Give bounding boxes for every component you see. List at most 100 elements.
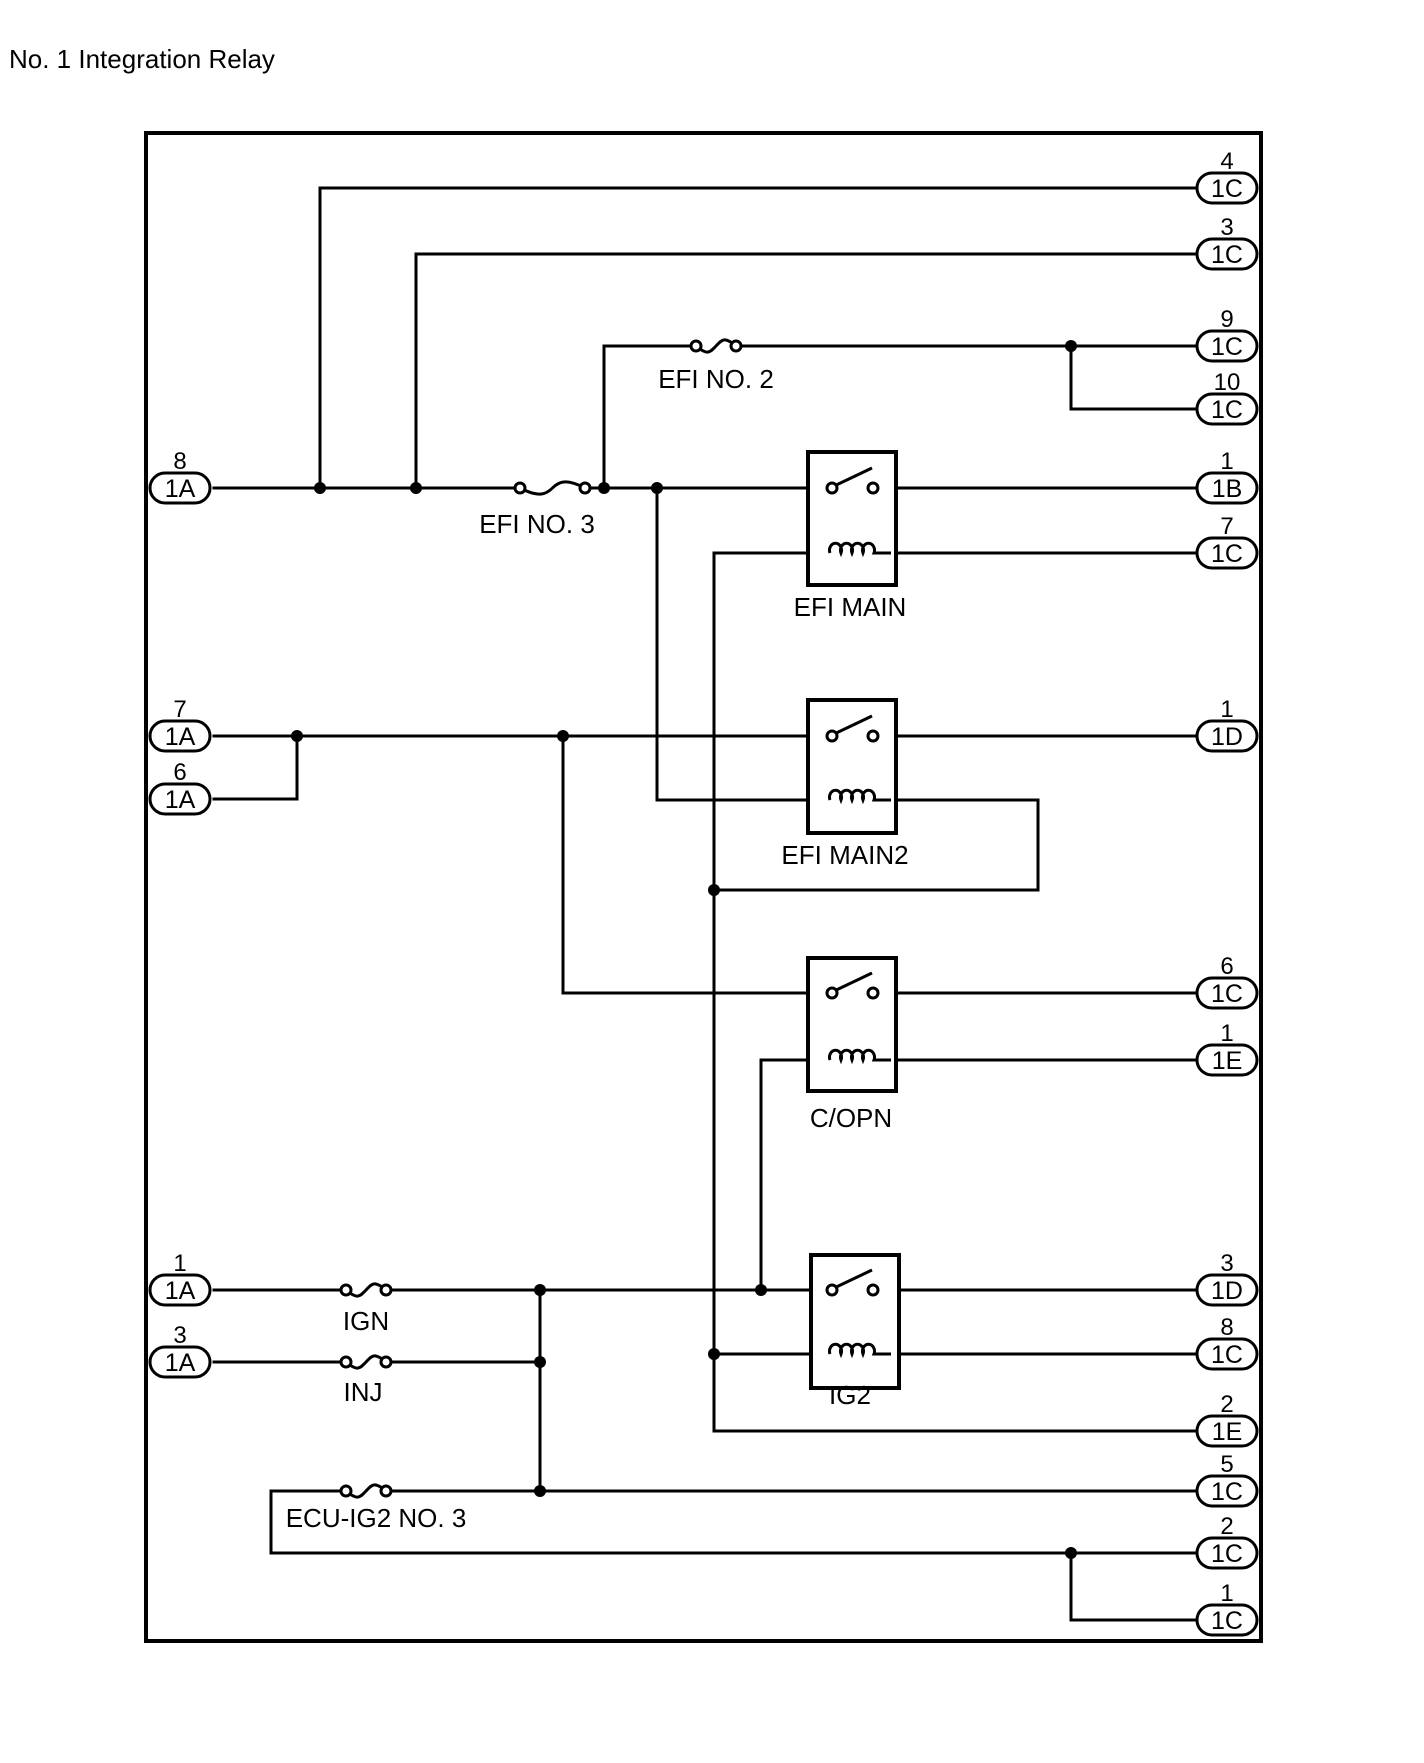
connector-code: 1A [165, 1277, 196, 1305]
fuse-label: INJ [344, 1377, 383, 1407]
connector-shape [1195, 392, 1259, 426]
junction-dot [708, 884, 720, 896]
pin-number: 2 [1220, 1513, 1233, 1540]
junction-dot [1065, 1547, 1077, 1559]
pin-number: 3 [1220, 214, 1233, 241]
connector-shape [1195, 1414, 1259, 1448]
connector-code: 1C [1211, 1341, 1243, 1369]
connector-shape [1195, 1474, 1259, 1508]
junction-dot [651, 482, 663, 494]
pin-number: 5 [1220, 1451, 1233, 1478]
connector-code: 1C [1211, 396, 1243, 424]
connector-shape [148, 471, 212, 505]
junction-dot [314, 482, 326, 494]
pin-number: 6 [1220, 953, 1233, 980]
wire [1069, 1551, 1199, 1622]
connector-code: 1C [1211, 241, 1243, 269]
pin-number: 4 [1220, 148, 1233, 175]
relay-efi-main: EFI MAIN [794, 450, 907, 622]
connector-code: 1C [1211, 1478, 1243, 1506]
connector-code: 1A [165, 723, 196, 751]
pin-number: 3 [173, 1322, 186, 1349]
relay-coil [828, 541, 891, 558]
junction-dot [534, 1356, 546, 1368]
connector-shape [1195, 171, 1259, 205]
connector-code: 1C [1211, 980, 1243, 1008]
junction-dot [1065, 340, 1077, 352]
connector-code: 1C [1211, 333, 1243, 361]
connector-code: 1D [1211, 723, 1243, 751]
connector-left: 1A7 [148, 696, 212, 753]
connector-code: 1A [165, 475, 196, 503]
fuse-label: IGN [343, 1306, 389, 1336]
connector-right: 1D1 [1195, 696, 1259, 753]
connector-shape [148, 719, 212, 753]
connector-right: 1B1 [1195, 448, 1259, 505]
wire [414, 252, 1199, 490]
connector-right: 1C1 [1195, 1580, 1259, 1637]
connector-left: 1A6 [148, 759, 212, 816]
connector-left: 1A3 [148, 1322, 212, 1379]
relay-c-opn: C/OPN [806, 956, 898, 1133]
junction-dot [755, 1284, 767, 1296]
connector-code: 1A [165, 1349, 196, 1377]
connector-shape [1195, 1273, 1259, 1307]
connector-left: 1A1 [148, 1250, 212, 1307]
wire [561, 734, 832, 995]
pin-number: 1 [1220, 696, 1233, 723]
pin-number: 3 [1220, 1250, 1233, 1277]
connector-shape [1195, 237, 1259, 271]
pin-number: 1 [1220, 1580, 1233, 1607]
wire [655, 486, 832, 802]
connector-shape [1195, 1536, 1259, 1570]
relay-switch [825, 714, 880, 743]
fuse-label: EFI NO. 2 [658, 364, 774, 394]
connector-right: 1C6 [1195, 953, 1259, 1010]
connector-shape [148, 1345, 212, 1379]
pin-number: 10 [1214, 369, 1241, 396]
wire [602, 344, 692, 490]
connector-left: 1A8 [148, 448, 212, 505]
relay-label: EFI MAIN2 [781, 840, 908, 870]
junction-dot [291, 730, 303, 742]
pin-number: 7 [173, 696, 186, 723]
junction-dot [557, 730, 569, 742]
relay-label: EFI MAIN [794, 592, 907, 622]
connector-code: 1C [1211, 1607, 1243, 1635]
connector-right: 1C3 [1195, 214, 1259, 271]
fuse-inj: INJ [339, 1354, 393, 1407]
pin-number: 1 [173, 1250, 186, 1277]
wire [712, 798, 1040, 892]
connector-right: 1C9 [1195, 306, 1259, 363]
wire [318, 186, 1199, 490]
wire [212, 734, 299, 801]
connector-code: 1C [1211, 175, 1243, 203]
page-title: No. 1 Integration Relay [9, 44, 275, 74]
connector-shape [1195, 536, 1259, 570]
junction-dot [708, 1348, 720, 1360]
connector-code: 1B [1212, 475, 1243, 503]
relay-label: C/OPN [810, 1103, 892, 1133]
connector-code: 1C [1211, 540, 1243, 568]
relay-coil [828, 1048, 891, 1065]
pin-number: 8 [173, 448, 186, 475]
connector-right: 1C7 [1195, 513, 1259, 570]
relay-box [809, 1253, 901, 1390]
fuse-label: ECU-IG2 NO. 3 [286, 1503, 467, 1533]
connector-code: 1A [165, 786, 196, 814]
pin-number: 8 [1220, 1314, 1233, 1341]
wire [712, 551, 1199, 1433]
connector-shape [1195, 1337, 1259, 1371]
wire [269, 1489, 1199, 1555]
connector-shape [1195, 1603, 1259, 1637]
connector-code: 1C [1211, 1540, 1243, 1568]
pin-number: 1 [1220, 448, 1233, 475]
relay-box [806, 450, 898, 587]
connector-right: 1E1 [1195, 1020, 1259, 1077]
fuse-ign: IGN [339, 1282, 393, 1336]
connector-right: 1C8 [1195, 1314, 1259, 1371]
fuse-efi-no3: EFI NO. 3 [479, 480, 595, 539]
relay-switch [825, 1268, 880, 1297]
connector-shape [1195, 329, 1259, 363]
